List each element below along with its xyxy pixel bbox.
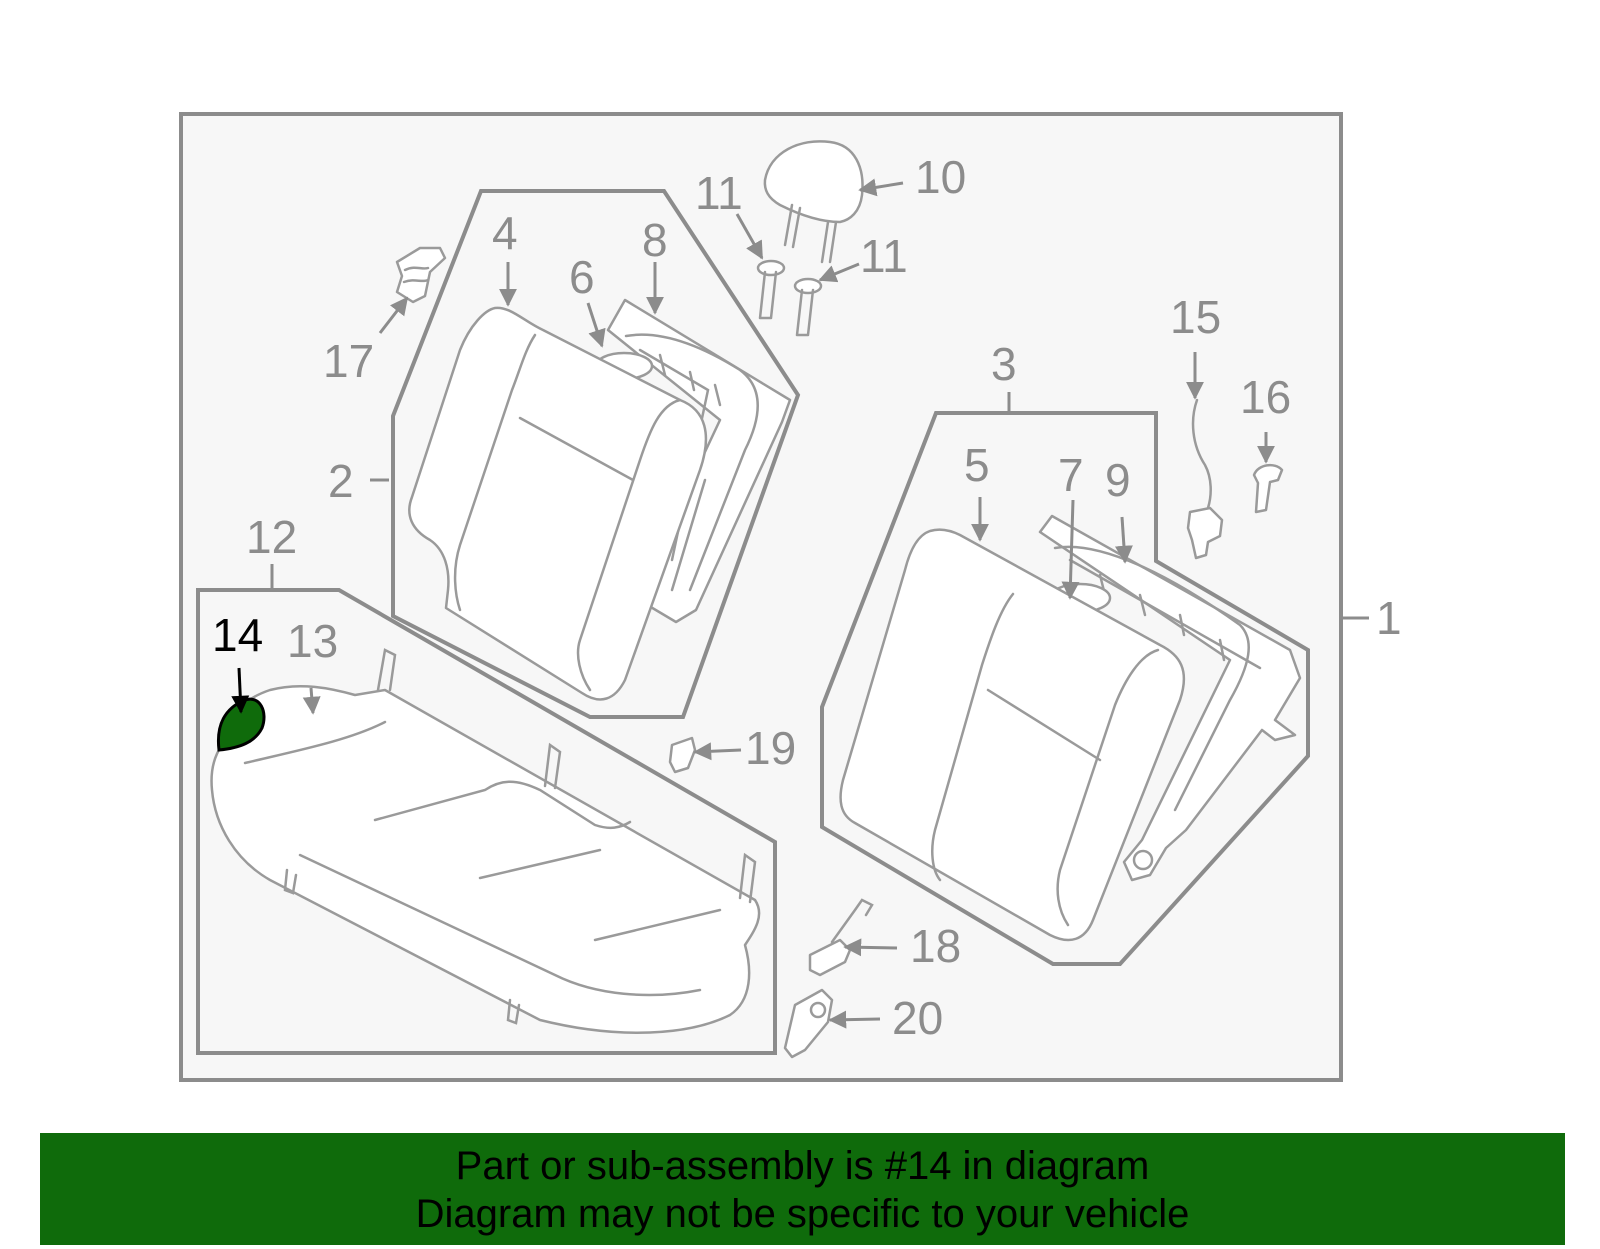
seatback-left-cushion: [408, 306, 708, 701]
seat-cushion: [210, 648, 761, 1034]
callout-19: 19: [745, 722, 796, 774]
headrest-guide-left: [756, 259, 786, 320]
callout-11-left: 11: [695, 167, 743, 219]
banner-disclaimer-line: Diagram may not be specific to your vehi…: [415, 1192, 1190, 1236]
callout-18: 18: [910, 920, 961, 972]
callout-11-right: 11: [860, 230, 908, 282]
callout-8: 8: [642, 214, 668, 266]
leader-lines: [231, 178, 1369, 1029]
cover-20: [783, 988, 834, 1059]
banner-part-line: Part or sub-assembly is #14 in diagram: [455, 1144, 1150, 1188]
callout-20: 20: [892, 992, 943, 1044]
callout-3: 3: [991, 338, 1017, 390]
callout-4: 4: [492, 207, 518, 259]
seatback-left-outline: [391, 189, 801, 719]
headrest-guide-right: [793, 277, 823, 337]
callout-2: 2: [328, 455, 354, 507]
strap-15: [1186, 398, 1224, 560]
callout-6: 6: [569, 251, 595, 303]
headrest: [763, 140, 864, 264]
callout-17: 17: [323, 335, 374, 387]
callout-9: 9: [1105, 454, 1131, 506]
callout-13: 13: [287, 615, 338, 667]
callout-12: 12: [246, 511, 297, 563]
clip-16: [1252, 463, 1284, 514]
callout-14: 14: [212, 609, 263, 661]
callout-10: 10: [915, 151, 966, 203]
bracket-17: [395, 246, 447, 304]
callout-16: 16: [1240, 371, 1291, 423]
callout-1: 1: [1376, 592, 1402, 644]
seatback-right-outline: [820, 411, 1310, 966]
callout-7: 7: [1058, 449, 1084, 501]
clip-19: [668, 736, 697, 774]
seatback-right-cushion: [839, 528, 1186, 942]
callout-15: 15: [1170, 291, 1221, 343]
callout-5: 5: [964, 439, 990, 491]
part-14-highlight: [216, 697, 266, 752]
seatback-right-frame: [1038, 514, 1302, 882]
seat-cushion-outline: [196, 588, 777, 1055]
latch-18: [808, 898, 874, 977]
info-banner: Part or sub-assembly is #14 in diagram D…: [40, 1133, 1565, 1245]
